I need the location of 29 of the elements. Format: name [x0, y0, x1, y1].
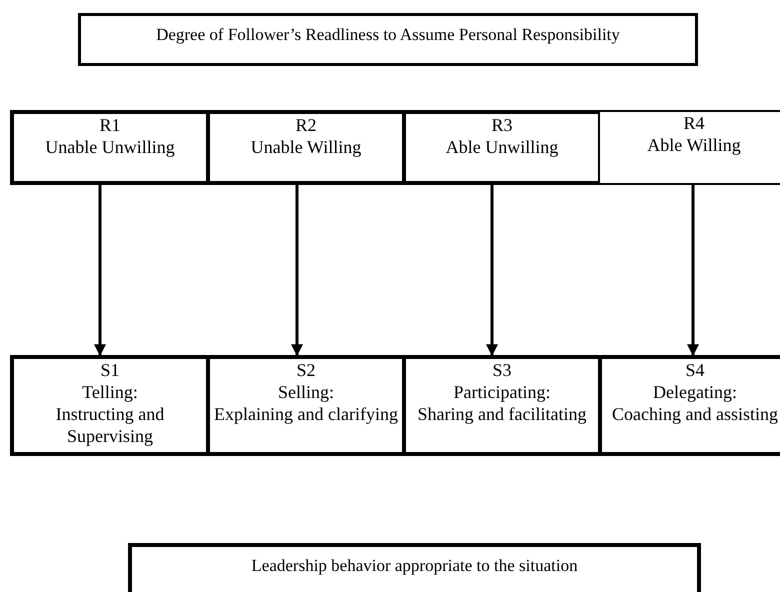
box-text: Instructing and Supervising — [54, 403, 166, 447]
readiness-box — [598, 110, 780, 185]
box-text: Degree of Follower’s Readliness to Assume Personal Responsibility — [155, 24, 621, 46]
box-heading: S4 — [684, 359, 706, 381]
box-text: Able Unwilling — [444, 136, 560, 158]
box-heading: S2 — [295, 359, 316, 381]
title-box — [128, 543, 701, 592]
box-text: Telling: — [81, 381, 139, 403]
box-text: Selling: — [276, 381, 335, 403]
box-text: Explaining and clarifying — [213, 403, 399, 425]
arrow — [94, 185, 106, 356]
box-text: Able Willing — [646, 134, 742, 156]
box-text: Participating: — [452, 381, 552, 403]
box-heading: S3 — [491, 359, 512, 381]
box-heading: R1 — [98, 114, 122, 136]
arrow — [486, 185, 498, 356]
box-text: Delegating: — [652, 381, 738, 403]
title-box — [78, 13, 698, 66]
box-text: Unable Unwilling — [44, 136, 176, 158]
box-heading: R2 — [294, 114, 318, 136]
box-heading: R3 — [490, 114, 514, 136]
box-heading: S1 — [99, 359, 120, 381]
box-text: Sharing and facilitating — [416, 403, 588, 425]
box-text: Leadership behavior appropriate to the situation — [250, 555, 579, 577]
box-heading: R4 — [682, 112, 706, 134]
arrow — [291, 185, 303, 356]
arrow — [687, 185, 699, 356]
box-text: Unable Willing — [250, 136, 362, 158]
box-text: Coaching and assisting — [611, 403, 779, 425]
